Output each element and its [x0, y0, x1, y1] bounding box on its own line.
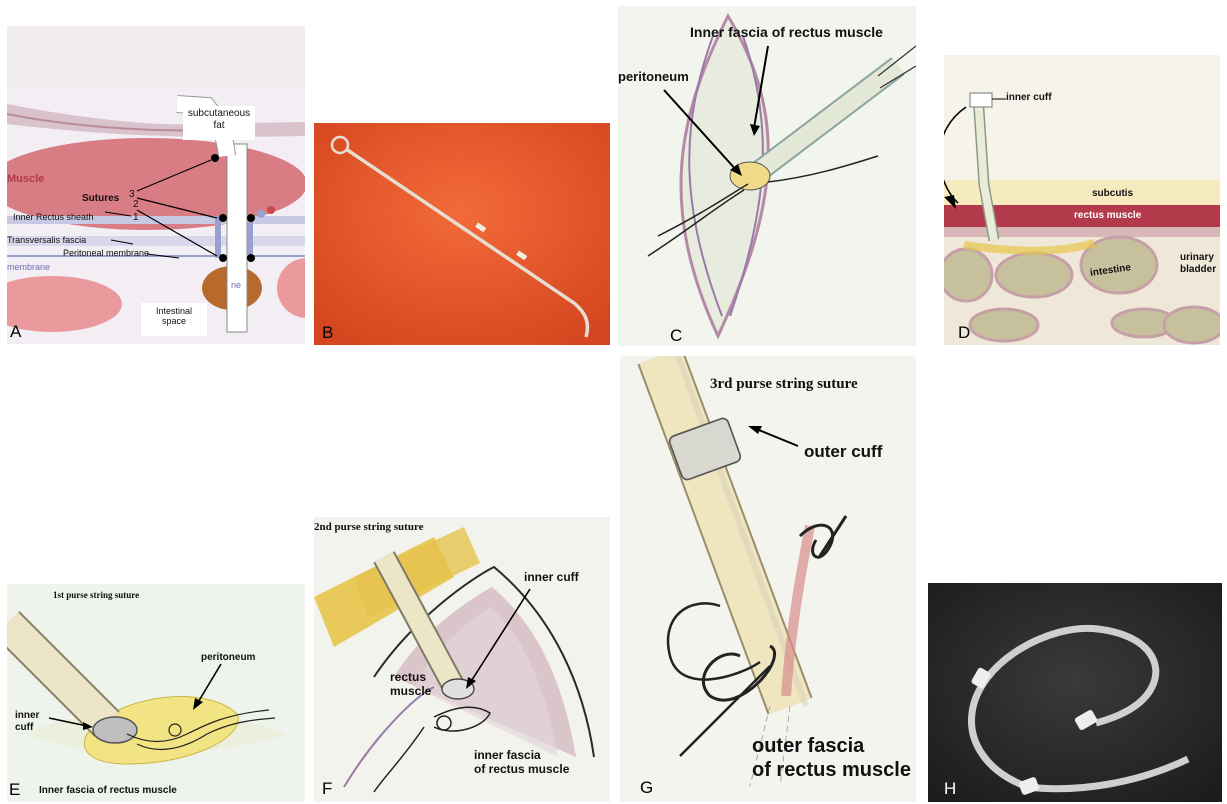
- panel-letter-d: D: [958, 323, 970, 343]
- label-rectus-muscle: rectus muscle: [390, 671, 431, 699]
- label-outer-fascia-line1: outer fascia: [752, 735, 864, 757]
- label-space: space: [162, 316, 186, 326]
- label-bladder: bladder: [1180, 264, 1216, 275]
- panel-d-drawing: [944, 55, 1220, 345]
- label-intestinal: Intestinal: [156, 306, 192, 316]
- label-peritoneum: peritoneum: [618, 70, 689, 85]
- panel-h-drawing: [928, 583, 1222, 802]
- label-sutures: Sutures: [82, 193, 119, 205]
- label-fat: fat: [213, 120, 224, 131]
- label-inner-fascia-line1: inner fascia: [474, 748, 541, 762]
- panel-letter-e: E: [9, 780, 20, 800]
- label-ne: ne: [231, 280, 241, 290]
- panel-letter-c: C: [670, 326, 682, 346]
- label-inner: inner: [15, 710, 39, 721]
- panel-letter-f: F: [322, 779, 332, 799]
- panel-a-anatomy-diagram: subcutaneous fat Muscle Sutures 3 2 1 In…: [7, 26, 305, 344]
- panel-letter-g: G: [640, 778, 653, 798]
- label-muscle: muscle: [390, 684, 431, 698]
- panel-d-illustration: inner cuff subcutis rectus muscle intest…: [944, 55, 1220, 345]
- label-urinary-bladder: urinary bladder: [1180, 252, 1216, 275]
- label-peritoneal-membrane: Peritoneal membrane: [63, 248, 149, 258]
- label-inner-rectus-sheath: Inner Rectus sheath: [13, 212, 94, 222]
- label-inner-fascia: Inner fascia of rectus muscle: [39, 785, 177, 797]
- label-inner-cuff: inner cuff: [15, 710, 39, 733]
- panel-f-illustration: 2nd purse string suture inner cuff rectu…: [314, 517, 610, 802]
- panel-g-title: 3rd purse string suture: [710, 376, 858, 393]
- label-outer-fascia-line2: of rectus muscle: [752, 759, 911, 781]
- label-urinary: urinary: [1180, 252, 1214, 263]
- panel-a-drawing: [7, 26, 305, 344]
- label-intestinal-space: Intestinal space: [141, 303, 207, 336]
- label-cuff: cuff: [15, 722, 33, 733]
- panel-b-drawing: [314, 123, 610, 345]
- label-outer-cuff: outer cuff: [804, 442, 882, 462]
- panel-letter-h: H: [944, 779, 956, 799]
- catheter-tube: [227, 144, 247, 332]
- label-inner-cuff: inner cuff: [1006, 92, 1052, 104]
- panel-e-title: 1st purse string suture: [53, 590, 139, 600]
- label-rectus-muscle: rectus muscle: [1074, 210, 1141, 222]
- panel-h-catheter-photo: H: [928, 583, 1222, 802]
- label-subcutis: subcutis: [1092, 188, 1133, 200]
- panel-g-illustration: 3rd purse string suture outer cuff outer…: [620, 356, 916, 802]
- label-outer-fascia: outer fascia of rectus muscle: [752, 734, 911, 782]
- panel-letter-b: B: [322, 323, 333, 343]
- panel-f-title: 2nd purse string suture: [314, 521, 424, 534]
- label-inner-fascia: inner fascia of rectus muscle: [474, 749, 569, 777]
- label-inner-cuff: inner cuff: [524, 571, 579, 585]
- label-suture-2: 2: [133, 199, 139, 211]
- panel-letter-a: A: [10, 322, 21, 342]
- inner-cuff: [93, 717, 137, 743]
- label-suture-1: 1: [133, 212, 139, 224]
- label-inner-fascia-line2: of rectus muscle: [474, 762, 569, 776]
- panel-c-drawing: [618, 6, 916, 346]
- label-transversalis-fascia: Transversalis fascia: [7, 235, 86, 245]
- inner-cuff: [970, 93, 992, 107]
- label-membrane: membrane: [7, 262, 50, 272]
- label-peritoneum: peritoneum: [201, 652, 255, 664]
- label-rectus: rectus: [390, 670, 426, 684]
- panel-e-drawing: [7, 584, 305, 802]
- label-subcutaneous-fat: subcutaneous fat: [183, 106, 255, 140]
- label-inner-fascia: Inner fascia of rectus muscle: [690, 24, 883, 40]
- panel-c-illustration: Inner fascia of rectus muscle peritoneum…: [618, 6, 916, 346]
- label-subcutaneous: subcutaneous: [188, 108, 250, 119]
- panel-b-catheter-photo: B: [314, 123, 610, 345]
- label-muscle: Muscle: [7, 173, 44, 186]
- panel-e-illustration: 1st purse string suture peritoneum inner…: [7, 584, 305, 802]
